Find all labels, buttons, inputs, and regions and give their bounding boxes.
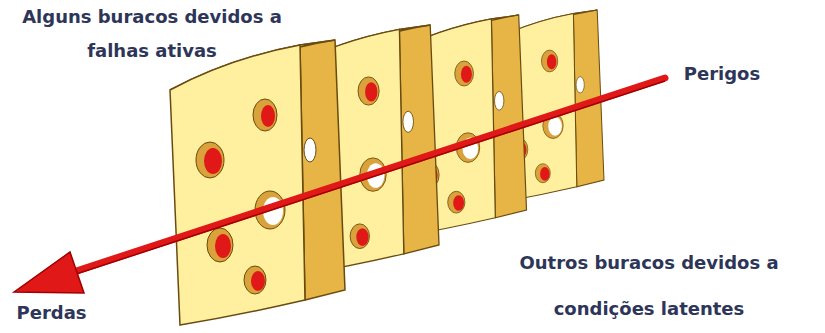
note-label: Alguns buracos devidos a falhas ativas — [2, 0, 302, 68]
source-label: Perigos — [672, 62, 772, 86]
outcome-label: Perdas — [4, 301, 99, 325]
note-label: Outros buracos devidos a condições laten… — [478, 240, 820, 332]
